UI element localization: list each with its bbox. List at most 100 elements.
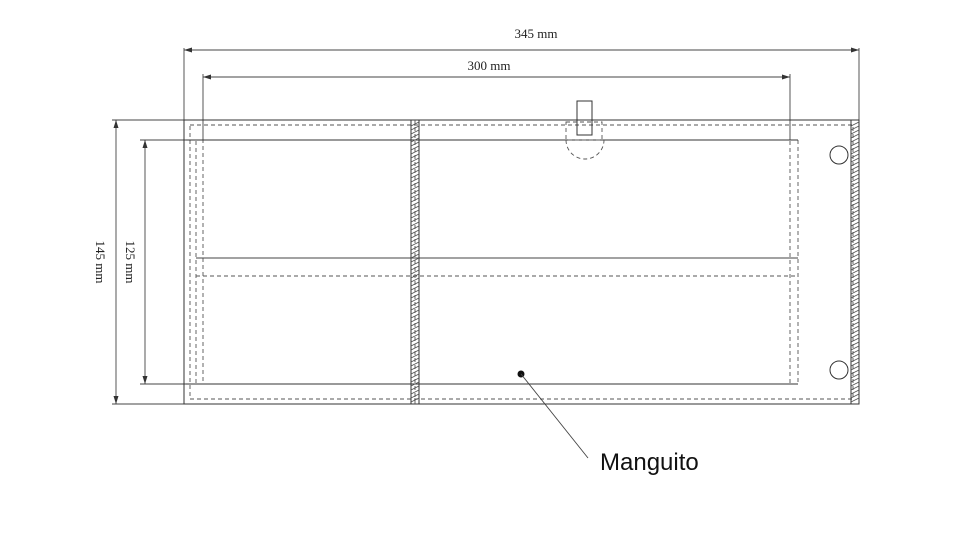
hatch-line: [850, 353, 860, 359]
hatch-line: [850, 389, 860, 395]
hatch-line: [410, 209, 420, 215]
hatch-line: [410, 329, 420, 335]
hatch-line: [410, 241, 420, 247]
hatch-line: [850, 261, 860, 267]
hatch-line: [850, 213, 860, 219]
hatch-line: [410, 261, 420, 267]
mold-body: [183, 119, 860, 405]
hatch-line: [410, 229, 420, 235]
hatch-line: [850, 349, 860, 355]
hatch-line: [850, 281, 860, 287]
hatch-line: [850, 297, 860, 303]
hatch-line: [850, 397, 860, 403]
callout-label: Manguito: [600, 449, 699, 476]
hatch-line: [850, 173, 860, 179]
hatch-line: [410, 325, 420, 331]
hatch-line: [410, 397, 420, 403]
hatch-line: [410, 369, 420, 375]
hatch-line: [410, 193, 420, 199]
hatch-line: [410, 377, 420, 383]
hatch-line: [850, 329, 860, 335]
hatch-line: [410, 153, 420, 159]
hatch-line: [850, 221, 860, 227]
hatch-line: [410, 313, 420, 319]
hatch-line: [850, 141, 860, 147]
hatch-line: [850, 289, 860, 295]
hatch-line: [410, 281, 420, 287]
overall-height-label: 145 mm: [93, 241, 108, 284]
hatch-line: [410, 341, 420, 347]
hatch-line: [850, 393, 860, 399]
hatch-line: [850, 309, 860, 315]
hatch-line: [850, 365, 860, 371]
hatch-line: [410, 345, 420, 351]
hatch-line: [410, 245, 420, 251]
hatch-line: [410, 121, 420, 127]
hatch-line: [410, 149, 420, 155]
hatch-line: [850, 265, 860, 271]
hatch-line: [850, 293, 860, 299]
hatch-line: [850, 133, 860, 139]
hatch-line: [410, 365, 420, 371]
hatch-line: [850, 285, 860, 291]
hatch-line: [410, 161, 420, 167]
hatch-line: [410, 357, 420, 363]
hatch-line: [410, 133, 420, 139]
bolt-hole-top: [829, 145, 849, 165]
hatch-line: [850, 129, 860, 135]
hatch-line: [850, 121, 860, 127]
hatch-line: [410, 321, 420, 327]
hatch-line: [410, 293, 420, 299]
hatch-line: [410, 225, 420, 231]
hatch-line: [850, 153, 860, 159]
hatch-line: [850, 325, 860, 331]
dimension-inner-width: 300 mm: [202, 58, 791, 140]
hatch-line: [850, 345, 860, 351]
bolt-hole-bottom: [829, 360, 849, 380]
hatch-line: [410, 297, 420, 303]
hatch-line: [410, 253, 420, 259]
hatch-line: [850, 333, 860, 339]
inner-height-label: 125 mm: [123, 241, 138, 284]
hatch-line: [410, 189, 420, 195]
hatch-line: [410, 305, 420, 311]
hatch-line: [850, 125, 860, 131]
hatch-line: [410, 317, 420, 323]
hatch-line: [850, 317, 860, 323]
hatch-line: [850, 229, 860, 235]
hatch-line: [850, 269, 860, 275]
hatch-line: [410, 273, 420, 279]
hatch-line: [850, 241, 860, 247]
hatch-line: [410, 141, 420, 147]
hatch-line: [850, 249, 860, 255]
hatch-line: [410, 157, 420, 163]
hatch-line: [850, 361, 860, 367]
hatch-line: [850, 257, 860, 263]
hatch-line: [410, 277, 420, 283]
inner-width-label: 300 mm: [468, 58, 511, 73]
hatch-line: [850, 197, 860, 203]
hatch-line: [410, 337, 420, 343]
hatch-line: [850, 377, 860, 383]
dimension-overall-height: 145 mm: [93, 119, 190, 405]
hatch-line: [410, 205, 420, 211]
hatch-line: [850, 201, 860, 207]
dimension-inner-height: 125 mm: [123, 139, 205, 385]
hatch-line: [850, 385, 860, 391]
hatch-line: [850, 273, 860, 279]
hatch-line: [850, 233, 860, 239]
hatch-line: [850, 253, 860, 259]
hatch-line: [410, 301, 420, 307]
hatch-line: [410, 353, 420, 359]
hatch-line: [850, 193, 860, 199]
hatch-line: [410, 169, 420, 175]
hatch-line: [850, 217, 860, 223]
hatch-line: [410, 217, 420, 223]
hatch-line: [850, 245, 860, 251]
hatch-line: [410, 201, 420, 207]
hatch-line: [850, 369, 860, 375]
hatch-line: [850, 189, 860, 195]
hatch-line: [850, 181, 860, 187]
top-fitting: [565, 100, 605, 160]
